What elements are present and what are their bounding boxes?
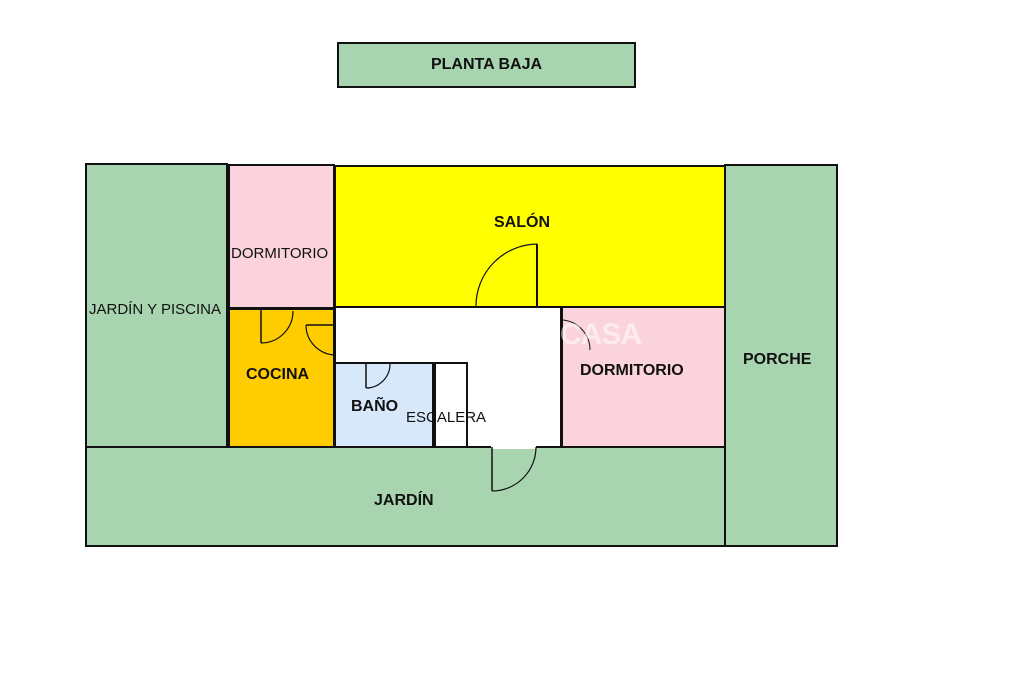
label-jardin: JARDÍN <box>374 492 434 509</box>
plan-title: PLANTA BAJA <box>337 42 636 88</box>
label-dormitorio-1: DORMITORIO <box>231 245 329 262</box>
label-dormitorio-2: DORMITORIO <box>580 362 684 379</box>
plan-title-text: PLANTA BAJA <box>430 56 543 73</box>
label-escalera: ESCALERA <box>406 409 487 426</box>
label-bano: BAÑO <box>351 398 399 415</box>
label-salon: SALÓN <box>494 214 550 231</box>
room-jardin-piscina <box>85 163 228 448</box>
watermark-logo: CASA <box>560 318 642 351</box>
room-escalera <box>434 362 468 448</box>
label-cocina: COCINA <box>246 366 310 383</box>
label-porche: PORCHE <box>743 351 812 368</box>
room-salon <box>334 165 726 308</box>
label-jardin-piscina: JARDÍN Y PISCINA <box>89 301 221 318</box>
room-jardin <box>85 446 726 547</box>
room-dormitorio-1 <box>228 164 335 309</box>
